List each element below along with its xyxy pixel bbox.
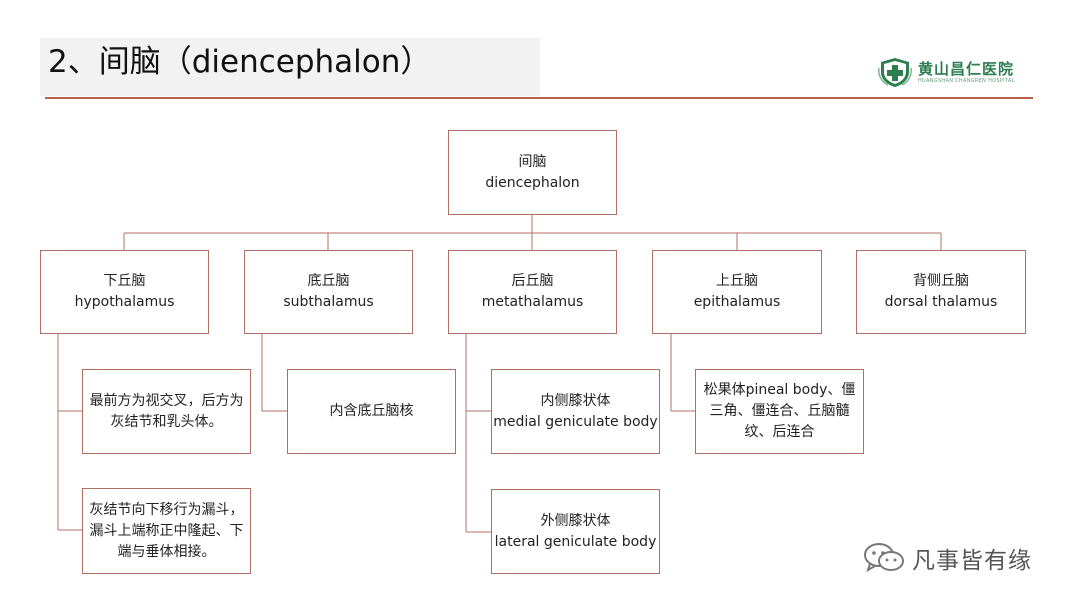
page-title: 2、间脑（diencephalon） [48,44,432,80]
hospital-logo: 黄山昌仁医院 HUANGSHAN CHANGREN HOSPITAL [878,56,1015,88]
detail-hypothalamus-1: 最前方为视交叉，后方为灰结节和乳头体。 [82,369,251,454]
node-label-cn: 下丘脑 [103,273,146,289]
detail-medial-geniculate-body: 内侧膝状体 medial geniculate body [491,369,660,454]
node-epithalamus: 上丘脑 epithalamus [652,250,822,334]
detail-hypothalamus-2: 灰结节向下移行为漏斗，漏斗上端称正中隆起、下端与垂体相接。 [82,488,251,574]
node-label-cn: 后丘脑 [511,273,554,289]
node-dorsal-thalamus: 背侧丘脑 dorsal thalamus [856,250,1026,334]
watermark: 凡事皆有缘 [862,541,1032,575]
node-label-en: lateral geniculate body [494,533,657,550]
node-label-en: diencephalon [485,174,580,191]
node-metathalamus: 后丘脑 metathalamus [448,250,617,334]
node-diencephalon: 间脑 diencephalon [448,130,617,215]
node-label-en: dorsal thalamus [884,294,998,310]
logo-name: 黄山昌仁医院 [918,59,1015,78]
title-divider [45,97,1033,99]
node-label-cn: 底丘脑 [307,273,350,289]
node-label-cn: 间脑 [518,153,547,170]
node-hypothalamus: 下丘脑 hypothalamus [40,250,209,334]
node-label-cn: 背侧丘脑 [913,273,969,289]
node-label-en: hypothalamus [74,294,175,310]
detail-epithalamus-1: 松果体pineal body、僵三角、僵连合、丘脑髓纹、后连合 [695,369,864,454]
node-label-en: subthalamus [283,294,374,310]
wechat-icon [864,543,904,573]
node-subthalamus: 底丘脑 subthalamus [244,250,413,334]
title-background [40,38,540,96]
node-label-cn: 上丘脑 [716,273,758,289]
node-label-en: epithalamus [693,294,781,310]
detail-lateral-geniculate-body: 外侧膝状体 lateral geniculate body [491,489,660,574]
detail-subthalamus-1: 内含底丘脑核 [287,369,456,454]
node-label-en: medial geniculate body [493,413,658,430]
node-label-en: metathalamus [481,294,584,310]
hospital-cross-shield-icon [878,58,912,87]
node-label-cn: 外侧膝状体 [540,512,611,529]
logo-subtitle: HUANGSHAN CHANGREN HOSPITAL [918,77,1015,84]
node-label-cn: 内侧膝状体 [540,392,611,409]
watermark-text: 凡事皆有缘 [912,548,1032,574]
